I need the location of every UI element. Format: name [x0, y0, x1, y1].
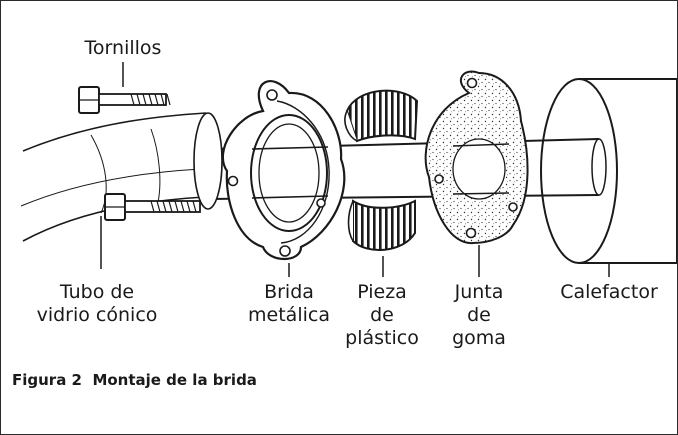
label-metal-flange-line1: Brida [264, 281, 314, 303]
label-plastic-piece-line3: plástico [345, 327, 419, 349]
figure-number: Figura 2 [12, 371, 82, 389]
plastic-piece-part [344, 89, 419, 277]
label-plastic-piece-line2: de [370, 304, 394, 326]
label-plastic-piece: Pieza de plástico [345, 281, 419, 350]
label-rubber-gasket-line3: goma [452, 327, 506, 349]
label-screws: Tornillos [84, 37, 162, 59]
label-heater: Calefactor [560, 281, 658, 303]
label-glass-tube-line1: Tubo de [59, 281, 135, 303]
label-rubber-gasket-line2: de [467, 304, 491, 326]
label-rubber-gasket: Junta de goma [452, 281, 506, 350]
label-glass-tube: Tubo de vidrio cónico [37, 281, 158, 327]
figure-caption: Figura 2 Montaje de la brida [12, 371, 257, 389]
glass-tube-part [20, 112, 223, 242]
label-plastic-piece-line1: Pieza [357, 281, 407, 303]
label-metal-flange-line2: metálica [248, 304, 330, 326]
heater-part [540, 78, 677, 277]
label-glass-tube-line2: vidrio cónico [36, 304, 158, 326]
label-metal-flange: Brida metálica [248, 281, 330, 327]
metal-flange-part [221, 80, 346, 277]
label-rubber-gasket-line1: Junta [454, 281, 504, 303]
figure-title: Montaje de la brida [92, 371, 257, 389]
screw-upper [78, 62, 171, 114]
screw-lower [100, 193, 201, 269]
rubber-gasket-part [424, 70, 529, 277]
